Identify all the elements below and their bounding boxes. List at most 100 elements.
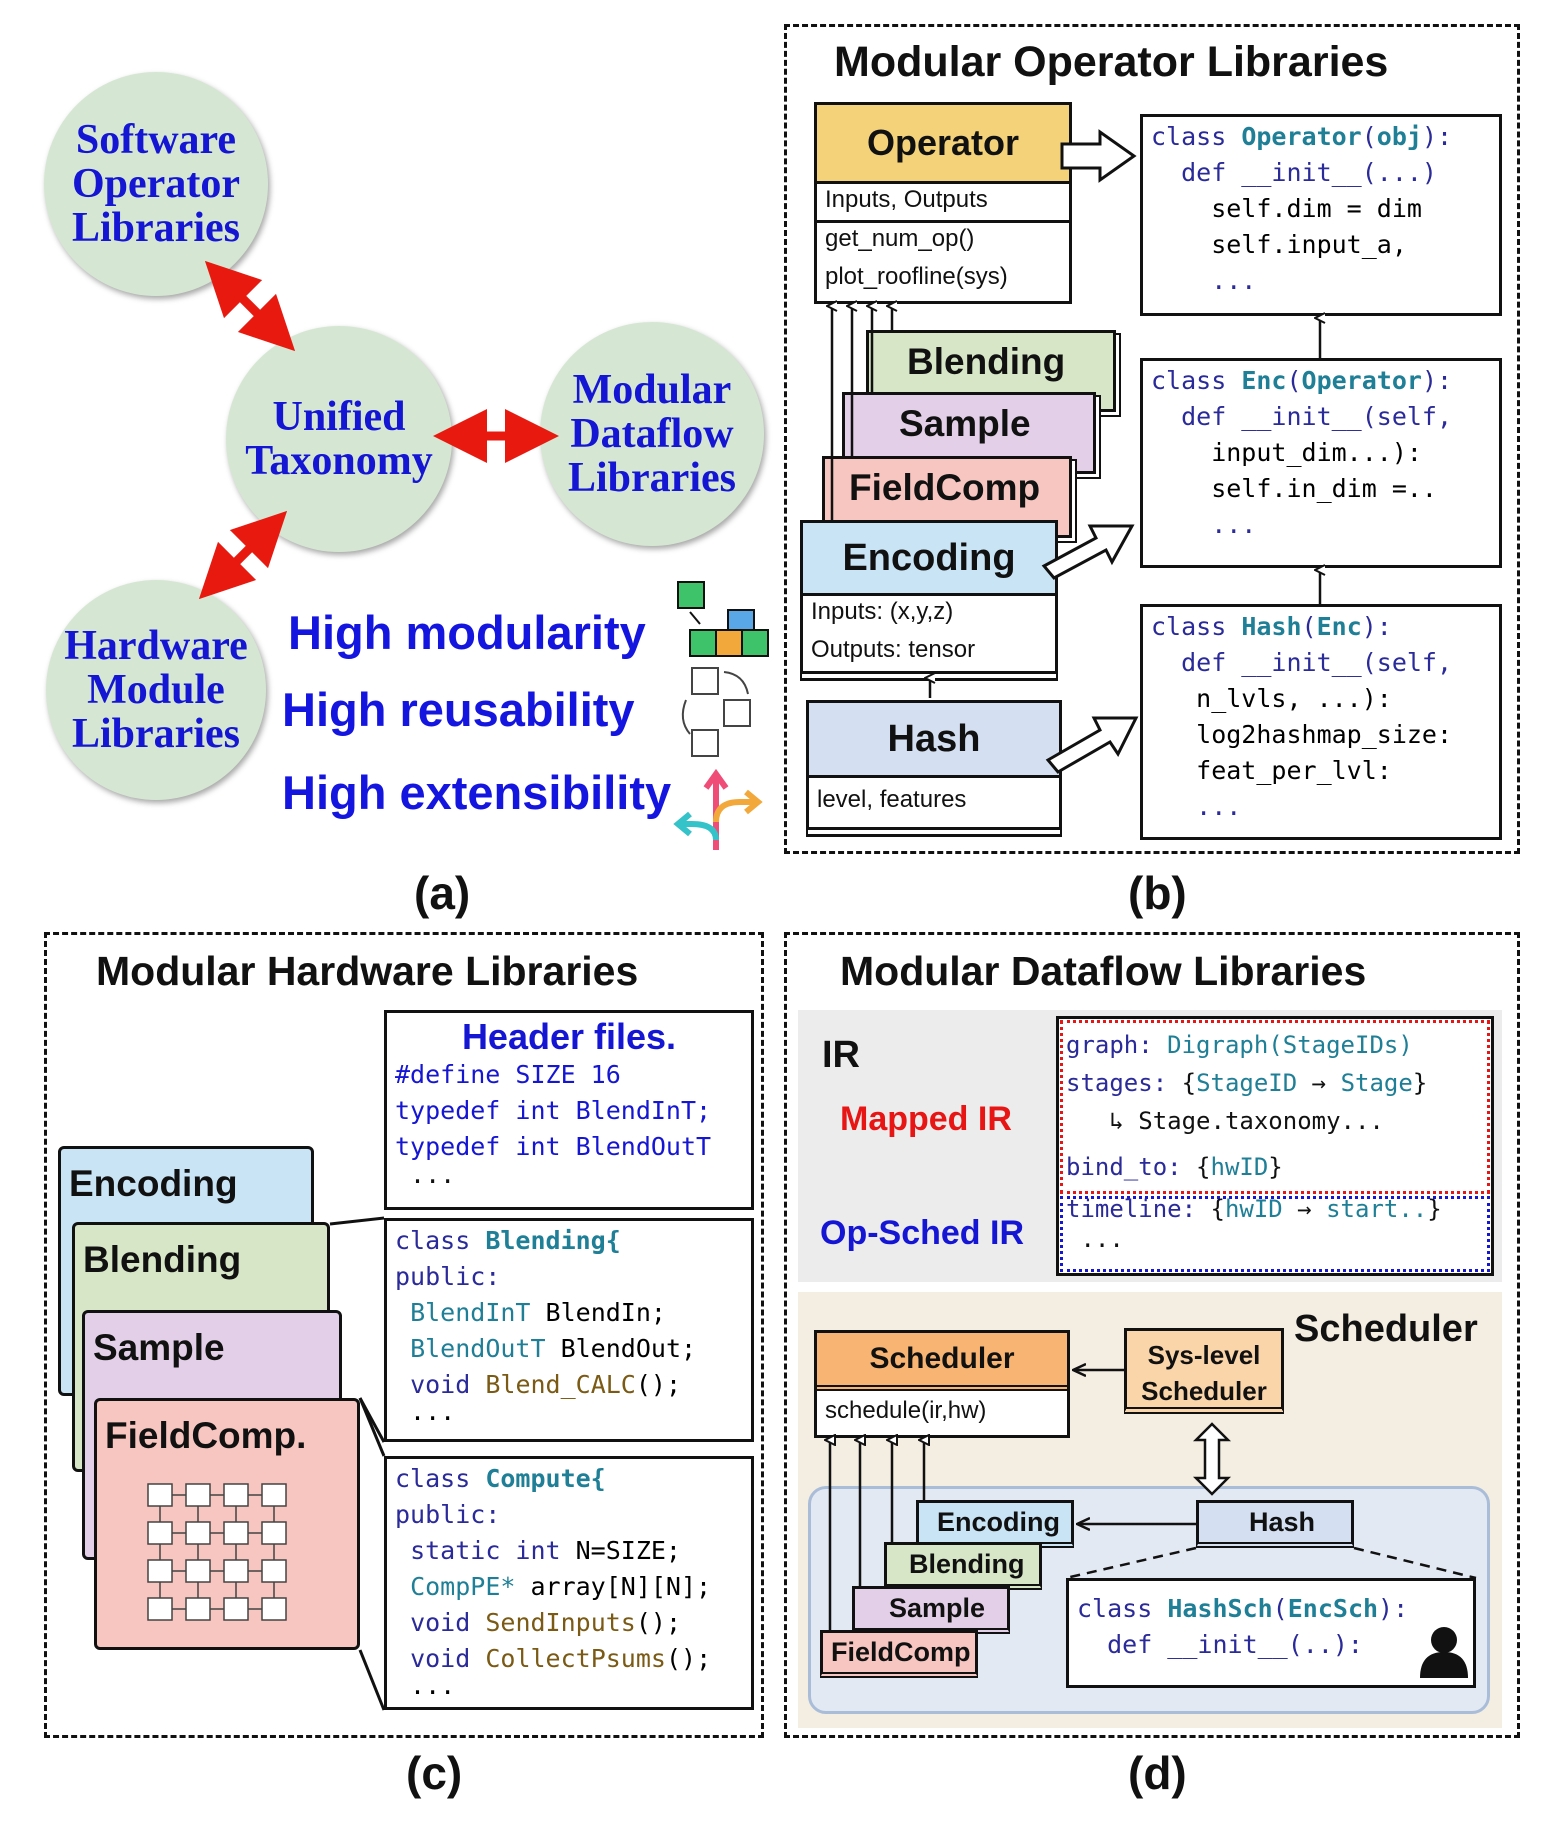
operator-class-name: Operator [817, 105, 1069, 184]
red-arrow-unified-hardware [198, 510, 288, 600]
hash-row-level: level, features [817, 786, 967, 813]
code-line: static int N=SIZE; [410, 1536, 681, 1565]
sched-fieldcomp-card: FieldComp [820, 1630, 978, 1678]
panel-d-title: Modular Dataflow Libraries [840, 948, 1367, 994]
code-line: CompPE* array[N][N]; [410, 1572, 712, 1601]
panel-b-title: Modular Operator Libraries [834, 38, 1389, 86]
code-line: class Compute{ [395, 1464, 606, 1493]
high-modularity-text: High modularity [288, 606, 646, 659]
code-line: class HashSch(EncSch): [1077, 1594, 1409, 1623]
panel-b-frame [784, 24, 1520, 854]
code-line: stages: {StageID → Stage} [1066, 1069, 1428, 1097]
modularity-cubes-icon [677, 581, 769, 657]
code-line: typedef int BlendOutT [395, 1132, 712, 1161]
encoding-class-name: Encoding [803, 523, 1055, 596]
modular-dataflow-libraries-circle: Modular Dataflow Libraries [540, 322, 764, 546]
code-line: ... [395, 1397, 456, 1426]
caption-b: (b) [1128, 867, 1187, 919]
mapped-ir-label: Mapped IR [840, 1100, 1012, 1138]
code-line: ... [1066, 1225, 1124, 1253]
code-line: input_dim...): [1151, 438, 1422, 467]
code-line: void SendInputs(); [410, 1608, 682, 1637]
code-line: graph: Digraph(StageIDs) [1066, 1031, 1413, 1059]
opsched-ir-label: Op-Sched IR [820, 1214, 1025, 1252]
operator-code-box: class Operator(obj): def __init__(...) s… [1140, 114, 1502, 316]
red-arrow-software-unified [204, 260, 296, 352]
code-line: BlendInT BlendIn; [410, 1298, 666, 1327]
code-line: timeline: {hwID → start..} [1066, 1195, 1442, 1223]
panel-c-title: Modular Hardware Libraries [96, 948, 639, 994]
code-line: ... [1151, 266, 1257, 295]
software-operator-libraries-circle: Software Operator Libraries [44, 72, 268, 296]
header-files-title: Header files. [461, 1016, 677, 1057]
header-files-box: Header files. #define SIZE 16 typedef in… [384, 1010, 754, 1210]
ir-code-box [1056, 1016, 1494, 1276]
hw-card-fieldcomp: FieldComp. [94, 1398, 360, 1650]
sched-sample-card: Sample [852, 1586, 1010, 1634]
scheduler-region-label: Scheduler [1294, 1308, 1478, 1350]
mapped-ir-dotted-box [1060, 1020, 1490, 1194]
high-extensibility-text: High extensibility [282, 766, 672, 819]
code-line: def __init__(..): [1077, 1630, 1363, 1659]
scheduler-class-box: Scheduler schedule(ir,hw) [814, 1330, 1070, 1438]
code-line: void CollectPsums(); [410, 1644, 712, 1673]
hash-class-name: Hash [809, 703, 1059, 778]
operator-row-getnum: get_num_op() [825, 225, 975, 252]
hardware-module-libraries-circle: Hardware Module Libraries [46, 580, 266, 800]
code-line: class Operator(obj): [1151, 122, 1453, 151]
code-line: void Blend_CALC(); [410, 1370, 682, 1399]
unified-taxonomy-circle: Unified Taxonomy [226, 326, 452, 552]
hash-code-box: class Hash(Enc): def __init__(self, n_lv… [1140, 604, 1502, 840]
sched-blending-card: Blending [884, 1542, 1042, 1590]
scheduler-class-name: Scheduler [817, 1333, 1067, 1391]
sched-hash-card: Hash [1196, 1500, 1354, 1548]
code-line: class Blending{ [395, 1226, 621, 1255]
code-line: self.dim = dim [1151, 194, 1422, 223]
extensibility-arrows-icon [673, 768, 763, 850]
enc-code-box: class Enc(Operator): def __init__(self, … [1140, 358, 1502, 568]
reusability-cycle-icon [681, 667, 751, 757]
caption-c: (c) [406, 1747, 463, 1799]
code-line: BlendOutT BlendOut; [410, 1334, 697, 1363]
code-line: class Hash(Enc): [1151, 612, 1392, 641]
hash-class-box: Hash level, features [806, 700, 1062, 830]
code-line: ... [395, 1671, 456, 1700]
code-line: self.in_dim =.. [1151, 474, 1437, 503]
sys-level-scheduler-label: Sys-level Scheduler [1141, 1340, 1267, 1406]
encoding-class-box: Encoding Inputs: (x,y,z) Outputs: tensor [800, 520, 1058, 674]
opsched-ir-dotted-box [1060, 1196, 1490, 1272]
encoding-row-inputs: Inputs: (x,y,z) [811, 598, 954, 625]
code-line: ↳ Stage.taxonomy... [1066, 1107, 1384, 1135]
code-line: ... [1151, 792, 1242, 821]
code-line: self.input_a, [1151, 230, 1407, 259]
code-line: def __init__(self, [1151, 402, 1453, 431]
code-line: typedef int BlendInT; [395, 1096, 712, 1125]
caption-a: (a) [414, 867, 471, 919]
code-line: public: [395, 1500, 501, 1529]
high-reusability-text: High reusability [282, 683, 635, 736]
code-line: def __init__(...) [1151, 158, 1437, 187]
compute-code-box: class Compute{ public: static int N=SIZE… [384, 1456, 754, 1710]
operator-row-io: Inputs, Outputs [817, 184, 1069, 223]
panel-c-frame [44, 932, 764, 1738]
hashsch-code-box: class HashSch(EncSch): def __init__(..): [1066, 1578, 1476, 1688]
code-line: class Enc(Operator): [1151, 366, 1453, 395]
blending-code-box: class Blending{ public: BlendInT BlendIn… [384, 1218, 754, 1442]
sched-encoding-card: Encoding [916, 1500, 1074, 1548]
code-line: #define SIZE 16 [395, 1060, 621, 1089]
code-line: ... [1151, 510, 1257, 539]
ir-code-text: graph: Digraph(StageIDs) stages: {StageI… [1066, 1026, 1442, 1253]
code-line: log2hashmap_size: [1151, 720, 1453, 749]
encoding-row-outputs: Outputs: tensor [811, 636, 976, 663]
ir-label: IR [822, 1034, 860, 1076]
operator-class-box: Operator Inputs, Outputs get_num_op() pl… [814, 102, 1072, 304]
code-line: bind_to: {hwID} [1066, 1153, 1283, 1181]
operator-row-roofline: plot_roofline(sys) [825, 263, 1008, 290]
code-line: ... [395, 1160, 456, 1189]
code-line: def __init__(self, [1151, 648, 1453, 677]
panel-d-frame [784, 932, 1520, 1738]
code-line: feat_per_lvl: [1151, 756, 1392, 785]
sys-level-scheduler-box: Sys-level Scheduler [1124, 1328, 1284, 1414]
code-line: public: [395, 1262, 501, 1291]
caption-d: (d) [1128, 1747, 1187, 1799]
